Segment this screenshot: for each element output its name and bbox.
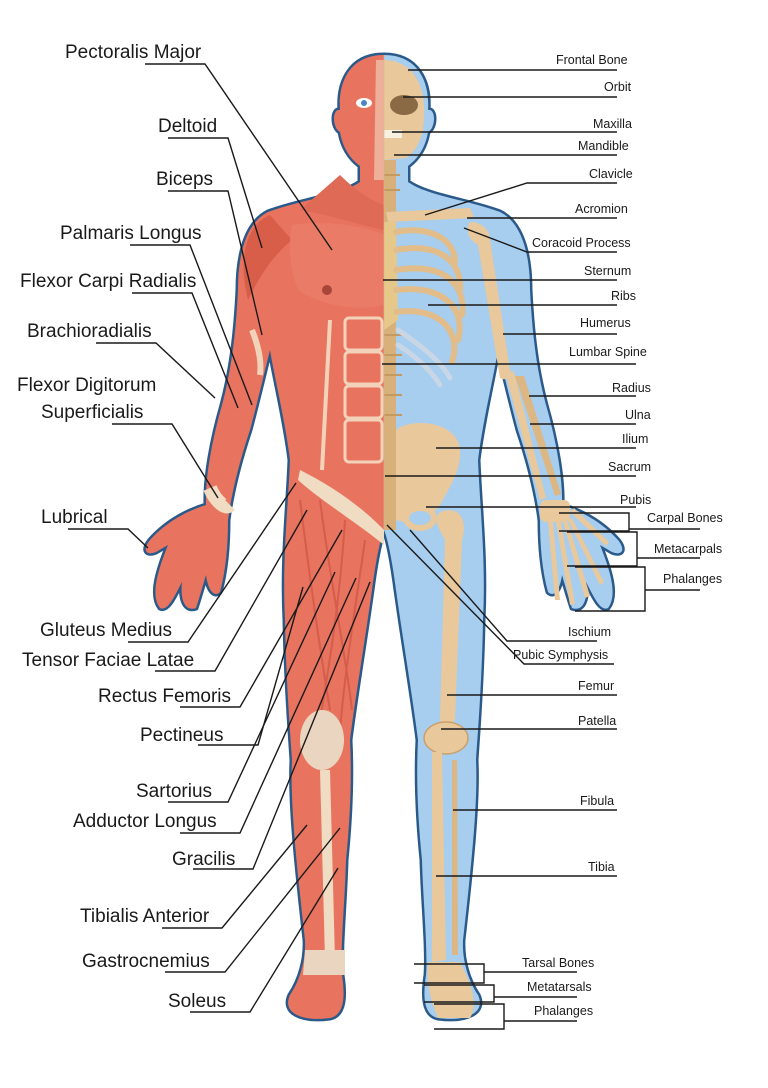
bracket-label: Metacarpals [654,542,723,556]
muscle-label: Soleus [168,991,227,1012]
bone-label: Fibula [580,794,615,808]
bone-label: Mandible [578,139,629,153]
bone-label: Frontal Bone [556,53,628,67]
bone-label: Tibia [588,860,615,874]
bone-label: Acromion [575,202,628,216]
bone-label: Pubic Symphysis [513,648,609,662]
bone-label: Ulna [625,408,651,422]
bone-label: Ischium [568,625,612,639]
bone-label: Ribs [611,289,637,303]
muscle-label: Gracilis [172,849,236,870]
bracket-label: Metatarsals [527,980,592,994]
bone-label: Coracoid Process [532,236,631,250]
bracket-label: Carpal Bones [647,511,723,525]
muscle-label: Pectineus [140,725,224,746]
bone-label: Radius [612,381,651,395]
bone-label: Sternum [584,264,632,278]
bracket-label: Phalanges [663,572,723,586]
bone-label: Maxilla [593,117,632,131]
muscle-label: Rectus Femoris [98,686,232,707]
muscle-label: Flexor Digitorum [17,375,157,396]
muscle-label: Tibialis Anterior [80,906,210,927]
muscle-label: Flexor Carpi Radialis [20,271,197,292]
bone-label: Orbit [604,80,632,94]
muscle-label: Deltoid [158,116,218,137]
bone-label: Lumbar Spine [569,345,647,359]
muscle-label: Gastrocnemius [82,951,210,972]
muscle-label: Sartorius [136,781,213,802]
muscle-label: Palmaris Longus [60,223,202,244]
muscle-label: Superficialis [41,402,144,423]
bone-label: Clavicle [589,167,633,181]
bracket-label: Tarsal Bones [522,956,595,970]
bone-label: Pubis [620,493,652,507]
muscle-label: Pectoralis Major [65,42,202,63]
muscle-label: Tensor Faciae Latae [22,650,195,671]
bone-label: Sacrum [608,460,652,474]
muscle-label: Gluteus Medius [40,620,173,641]
bone-label: Patella [578,714,617,728]
bone-label: Femur [578,679,615,693]
bracket-label: Phalanges [534,1004,594,1018]
bone-label: Humerus [580,316,631,330]
muscle-label: Lubrical [41,507,108,528]
leader-lines [68,63,700,1030]
muscle-label: Biceps [156,169,214,190]
muscle-label: Adductor Longus [73,811,217,832]
bone-label: Ilium [622,432,649,446]
muscle-label: Brachioradialis [27,321,152,342]
